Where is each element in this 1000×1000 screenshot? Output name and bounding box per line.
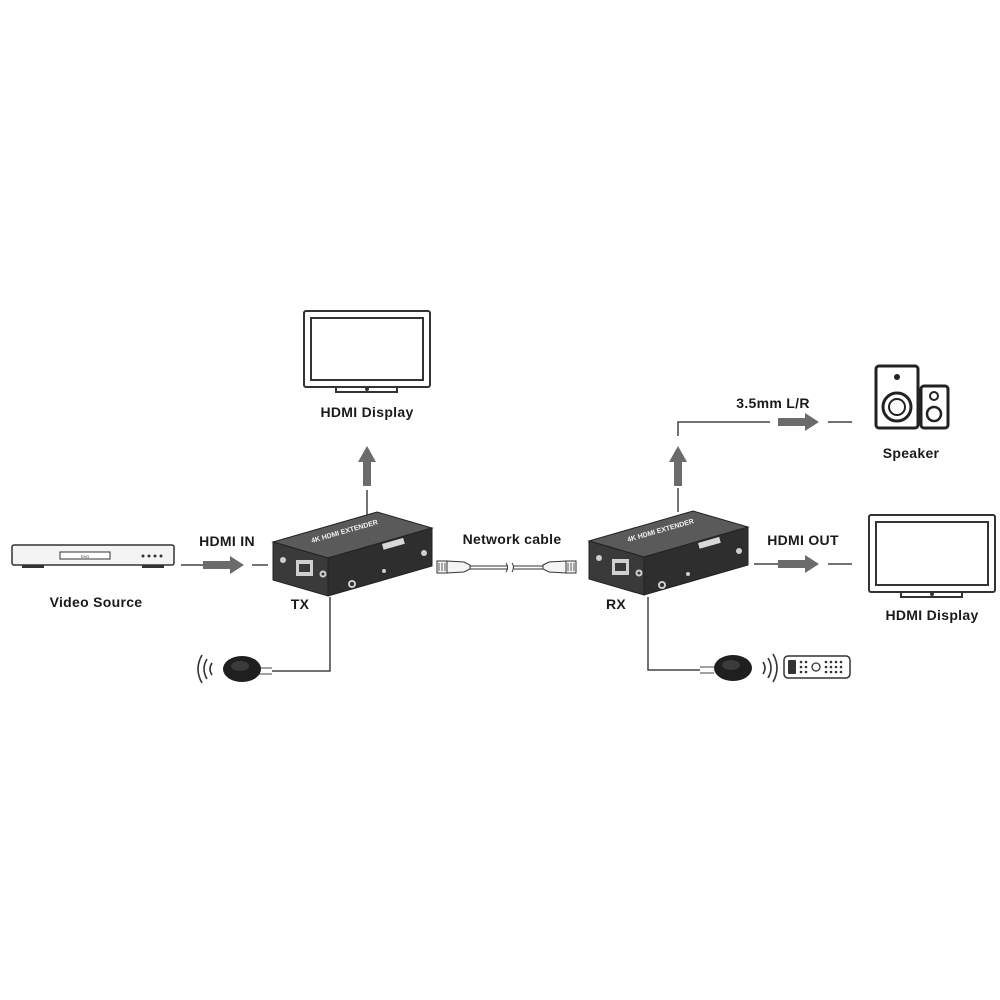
video-source-label: Video Source [50,594,143,610]
network-cable-label: Network cable [463,531,562,547]
tx-ir-signal-icon [197,654,213,684]
rx-ir-cable [647,597,714,674]
rx-label: RX [606,596,626,612]
rx-audio-arrow [669,413,852,512]
hdmi-in-arrow [181,556,268,574]
tx-ir-receiver-icon [223,656,261,682]
speaker-label: Speaker [883,445,940,461]
tx-hdmi-display [303,310,431,393]
hdmi-out-arrow [754,555,852,573]
tx-up-arrow [358,446,376,518]
audio-label: 3.5mm L/R [736,395,810,411]
rx-ir-receiver-icon [714,655,752,681]
dvd-label: DVD [81,554,90,559]
rx-ir-signal-icon [762,653,778,683]
tx-label: TX [291,596,310,612]
dvd-player: DVD [11,544,175,568]
rx-display-label: HDMI Display [885,607,978,623]
speaker-icon [874,364,950,430]
rx-hdmi-display [868,514,996,598]
tx-extender-box: 4K HDMI EXTENDER [271,511,434,597]
rx-extender-box: 4K HDMI EXTENDER [587,510,750,596]
tx-display-label: HDMI Display [320,404,413,420]
hdmi-in-label: HDMI IN [199,533,255,549]
remote-control-icon [783,655,851,679]
hdmi-out-label: HDMI OUT [767,532,839,548]
network-cable [436,560,577,574]
